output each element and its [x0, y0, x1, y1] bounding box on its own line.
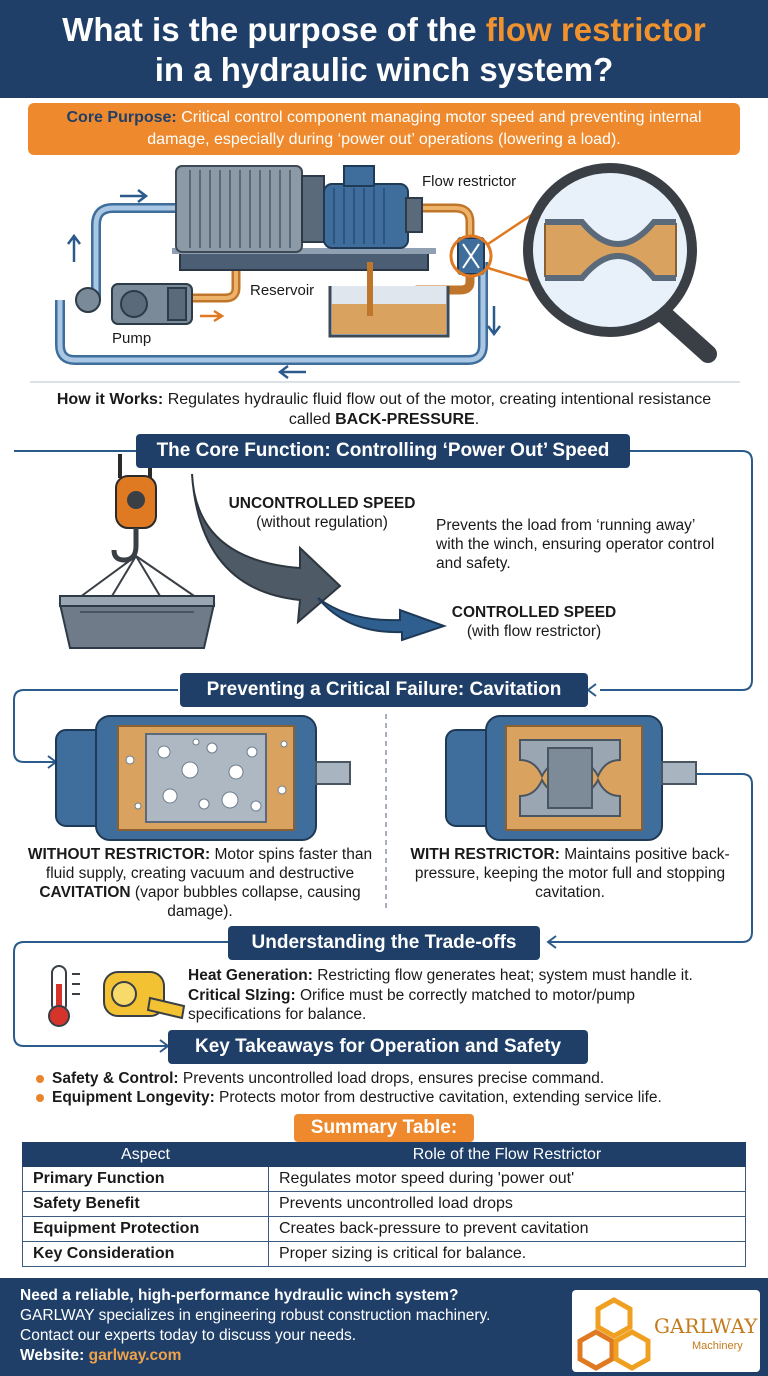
section-tradeoffs-title: Understanding the Trade-offs [228, 926, 540, 960]
summary-table-title: Summary Table: [294, 1114, 474, 1142]
garlway-logo: GARLWAY Machinery [572, 1290, 760, 1372]
header-banner: What is the purpose of the flow restrict… [0, 0, 768, 98]
page-title: What is the purpose of the flow restrict… [62, 11, 706, 88]
controlled-speed-arrow-icon [317, 597, 448, 642]
reservoir-label: Reservoir [250, 282, 315, 299]
footer-banner: Need a reliable, high-performance hydrau… [0, 1278, 768, 1376]
takeaway-item: Equipment Longevity: Protects motor from… [36, 1088, 662, 1108]
heat-generation-text: Heat Generation: Restricting flow genera… [188, 967, 693, 984]
crane-load-illustration [58, 454, 216, 649]
thermometer-icon [48, 965, 80, 1027]
uncontrolled-speed-sub: (without regulation) [256, 514, 388, 531]
section-key-takeaways-title: Key Takeaways for Operation and Safety [168, 1030, 588, 1064]
summary-table: Aspect Role of the Flow Restrictor Prima… [22, 1142, 746, 1267]
bullet-dot-icon [36, 1093, 44, 1102]
column-header-aspect: Aspect [22, 1142, 269, 1167]
measuring-tape-icon [103, 971, 186, 1020]
motor-with-restrictor [445, 715, 697, 841]
motor-without-restrictor [55, 715, 351, 841]
uncontrolled-speed-arrow-icon [191, 473, 342, 625]
section-cavitation-title: Preventing a Critical Failure: Cavitatio… [180, 673, 588, 707]
section-core-function-title: The Core Function: Controlling ‘Power Ou… [136, 434, 630, 468]
footer-text: Need a reliable, high-performance hydrau… [20, 1287, 491, 1364]
controlled-speed-sub: (with flow restrictor) [466, 623, 602, 640]
with-restrictor-text: WITH RESTRICTOR: Maintains positive back… [410, 846, 730, 901]
takeaway-item: Safety & Control: Prevents uncontrolled … [36, 1069, 604, 1089]
critical-sizing-text: Critical SIzing: Orifice must be correct… [188, 987, 636, 1023]
website-link[interactable]: garlway.com [88, 1347, 182, 1364]
uncontrolled-speed-label: UNCONTROLLED SPEED [228, 495, 416, 512]
logo-sub: Machinery [692, 1340, 743, 1352]
bullet-dot-icon [36, 1074, 44, 1083]
prevents-runaway-text: Prevents the load from ‘running away’ wi… [436, 517, 715, 572]
core-purpose-box: Core Purpose: Critical control component… [28, 103, 740, 155]
title-accent: flow restrictor [485, 11, 706, 48]
hydraulic-circuit-diagram [55, 163, 717, 379]
controlled-speed-label: CONTROLLED SPEED [451, 604, 617, 621]
table-header-row: Aspect Role of the Flow Restrictor [22, 1142, 746, 1167]
pump-label: Pump [112, 330, 152, 347]
without-restrictor-text: WITHOUT RESTRICTOR: Motor spins faster t… [27, 846, 373, 920]
how-it-works-text: How it Works: Regulates hydraulic fluid … [56, 391, 712, 428]
column-header-role: Role of the Flow Restrictor [268, 1142, 746, 1167]
flow-restrictor-label: Flow restrictor [422, 173, 517, 190]
logo-name: GARLWAY [654, 1314, 758, 1338]
